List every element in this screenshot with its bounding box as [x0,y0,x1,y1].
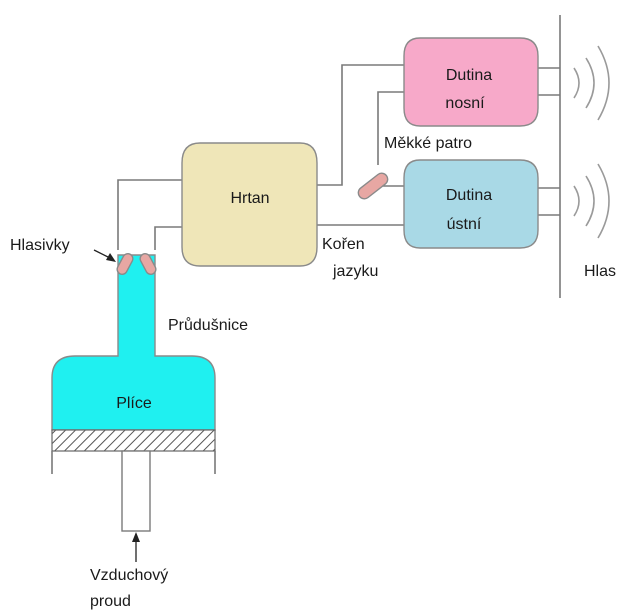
soft-palate-shape [357,172,389,200]
label-larynx: Hrtan [230,190,269,207]
duct-left-upper [117,179,182,250]
label-lungs: Plíce [116,395,152,412]
nasal-wave-1 [573,67,580,99]
label-oral-cavity-2: ústní [447,216,482,233]
larynx-shape [181,142,318,267]
vocal-cord-left [116,253,134,275]
label-soft-palate: Měkké patro [384,135,472,152]
nasal-cavity-shape [403,37,539,127]
label-nasal-cavity-2: nosní [445,95,485,112]
duct-left-lower [154,226,182,250]
oral-wave-2 [585,175,595,227]
vocal-cord-right [139,253,157,275]
label-airflow-1: Vzduchový [90,567,168,584]
oral-wave-1 [573,185,580,217]
sound-waves [573,45,610,239]
airflow-arrow-head [132,532,140,542]
nasal-wave-3 [597,45,610,121]
label-airflow-2: proud [90,593,131,610]
piston-rod [121,450,151,532]
label-trachea: Průdušnice [168,316,248,334]
label-tongue-root-1: Kořen [322,236,365,253]
nasal-wave-2 [585,57,595,109]
duct-to-nasal [317,64,404,186]
oral-cavity-shape [403,159,539,249]
vocal-cords-pointer-head [106,253,116,262]
piston-plate [51,429,216,452]
oral-wave-3 [597,163,610,239]
label-vocal-cords: Hlasivky [10,237,70,254]
duct-nasal-down [377,91,404,165]
label-oral-cavity-1: Dutina [446,187,492,204]
label-nasal-cavity-1: Dutina [446,67,492,84]
label-voice: Hlas [584,263,616,280]
vocal-cords-pointer [93,249,111,259]
label-tongue-root-2: jazyku [332,263,378,280]
